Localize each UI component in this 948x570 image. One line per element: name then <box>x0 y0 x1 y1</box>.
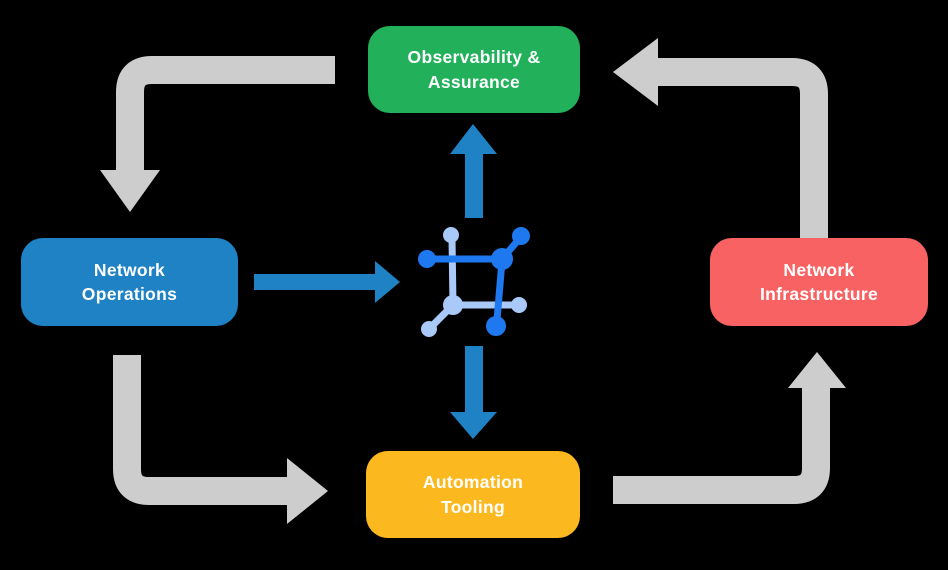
hub-dark-vertical-line <box>493 260 506 321</box>
cycle-arrow-infra-to-obs-head <box>613 38 658 106</box>
accent-arrow-ops-to-icon <box>254 261 400 303</box>
accent-arrow-icon-to-tooling-head <box>450 412 497 439</box>
cycle-arrow-obs-to-ops <box>100 56 335 212</box>
accent-arrow-icon-to-obs-head <box>450 124 497 154</box>
cycle-arrow-ops-to-tooling-shaft <box>113 355 287 505</box>
hub-dark-diagonal-dot <box>512 227 530 245</box>
accent-arrow-icon-to-obs <box>450 124 497 218</box>
network-hub-icon <box>418 227 530 337</box>
hub-light-corner-node <box>443 295 463 315</box>
accent-arrow-ops-to-icon-head <box>375 261 400 303</box>
hub-dark-bottom-dot <box>486 316 506 336</box>
hub-light-diagonal-dot <box>421 321 437 337</box>
accent-arrow-icon-to-tooling <box>450 346 497 439</box>
node-network-operations: Network Operations <box>21 238 238 326</box>
hub-light-top-dot <box>443 227 459 243</box>
hub-dark-corner-node <box>491 248 513 270</box>
cycle-arrow-tooling-to-infra-head <box>788 352 846 388</box>
cycle-arrow-tooling-to-infra <box>613 352 846 504</box>
hub-light-vertical-line <box>448 237 457 306</box>
node-observability-assurance: Observability & Assurance <box>368 26 580 113</box>
hub-light-right-dot <box>511 297 527 313</box>
cycle-arrow-infra-to-obs <box>613 38 828 238</box>
cycle-arrow-ops-to-tooling <box>113 355 328 524</box>
cycle-arrow-obs-to-ops-head <box>100 170 160 212</box>
node-automation-tooling: Automation Tooling <box>366 451 580 538</box>
cycle-arrow-ops-to-tooling-head <box>287 458 328 524</box>
node-network-infrastructure: Network Infrastructure <box>710 238 928 326</box>
hub-dark-left-dot <box>418 250 436 268</box>
cycle-arrow-tooling-to-infra-shaft <box>613 388 830 504</box>
cycle-arrow-infra-to-obs-shaft <box>658 58 828 238</box>
cycle-arrow-obs-to-ops-shaft <box>116 56 335 172</box>
